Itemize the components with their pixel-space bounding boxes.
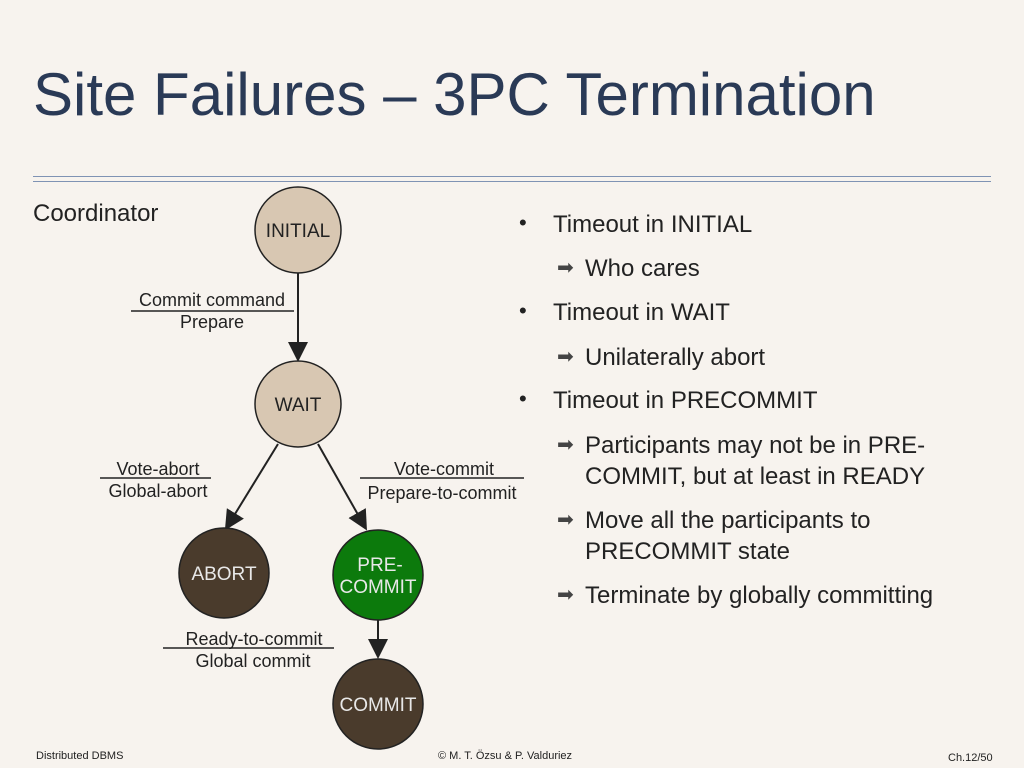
sub-bullet-text-line1: Move all the participants to xyxy=(585,507,871,534)
bullet-text: Timeout in INITIAL xyxy=(553,211,753,238)
bullet-dot-icon: • xyxy=(519,298,527,323)
coordinator-label: Coordinator xyxy=(33,200,159,227)
sub-bullet-participants: ➡ Participants may not be in PRE- COMMIT… xyxy=(557,430,925,492)
state-abort-label: ABORT xyxy=(191,564,257,585)
state-precommit-label-line2: COMMIT xyxy=(339,577,416,598)
sub-bullet-text-line2: COMMIT, but at least in READY xyxy=(585,463,926,490)
sub-bullet-move-participants: ➡ Move all the participants to PRECOMMIT… xyxy=(557,505,870,567)
arrow-right-icon: ➡ xyxy=(557,584,574,606)
state-commit-label: COMMIT xyxy=(339,695,416,716)
sub-bullet-text: Who cares xyxy=(585,255,700,282)
sub-bullet-unilaterally-abort: ➡ Unilaterally abort xyxy=(557,342,765,373)
sub-bullet-text-line1: Participants may not be in PRE- xyxy=(585,432,926,459)
edge-label-wait-precommit-bottom: Prepare-to-commit xyxy=(367,483,516,503)
sub-bullet-text: Unilaterally abort xyxy=(585,344,766,371)
bullet-timeout-wait: • Timeout in WAIT xyxy=(519,299,730,327)
state-precommit-node xyxy=(332,529,424,621)
edge-label-wait-abort-top: Vote-abort xyxy=(116,459,199,479)
sub-bullet-text-line2: PRECOMMIT state xyxy=(585,538,790,565)
state-precommit-label-line1: PRE- xyxy=(357,555,402,576)
title-divider-top xyxy=(33,176,991,177)
arrow-right-icon: ➡ xyxy=(557,509,574,531)
state-wait-label: WAIT xyxy=(275,395,322,416)
bullet-timeout-precommit: • Timeout in PRECOMMIT xyxy=(519,387,817,415)
bullet-text: Timeout in WAIT xyxy=(553,299,730,326)
page-title: Site Failures – 3PC Termination xyxy=(33,61,876,128)
state-initial-node xyxy=(254,186,342,274)
sub-bullet-who-cares: ➡ Who cares xyxy=(557,253,700,284)
footer-right: Ch.12/50 xyxy=(948,752,993,764)
bullet-dot-icon: • xyxy=(519,386,527,411)
footer-center: © M. T. Özsu & P. Valduriez xyxy=(438,750,573,762)
edge-label-wait-abort-bottom: Global-abort xyxy=(108,481,207,501)
edge-label-initial-wait-bottom: Prepare xyxy=(180,312,244,332)
edge-label-wait-precommit-top: Vote-commit xyxy=(394,459,494,479)
state-initial-label: INITIAL xyxy=(266,221,330,242)
state-commit-node xyxy=(332,658,424,750)
sub-bullet-terminate: ➡ Terminate by globally committing xyxy=(557,580,933,611)
footer-left: Distributed DBMS xyxy=(36,750,124,762)
edge-label-precommit-commit-top: Ready-to-commit xyxy=(185,629,322,649)
arrow-right-icon: ➡ xyxy=(557,257,574,279)
edge-wait-precommit xyxy=(317,443,367,531)
state-wait-node xyxy=(254,360,342,448)
title-divider-bottom xyxy=(33,181,991,182)
state-abort-node xyxy=(178,527,270,619)
sub-bullet-text: Terminate by globally committing xyxy=(585,582,934,609)
arrow-right-icon: ➡ xyxy=(557,346,574,368)
bullet-text: Timeout in PRECOMMIT xyxy=(553,387,818,414)
bullet-dot-icon: • xyxy=(519,210,527,235)
edge-label-initial-wait-top: Commit command xyxy=(139,290,285,310)
bullet-timeout-initial: • Timeout in INITIAL xyxy=(519,211,752,239)
edge-label-precommit-commit-bottom: Global commit xyxy=(195,651,310,671)
edge-wait-abort xyxy=(224,443,279,531)
arrow-right-icon: ➡ xyxy=(557,434,574,456)
